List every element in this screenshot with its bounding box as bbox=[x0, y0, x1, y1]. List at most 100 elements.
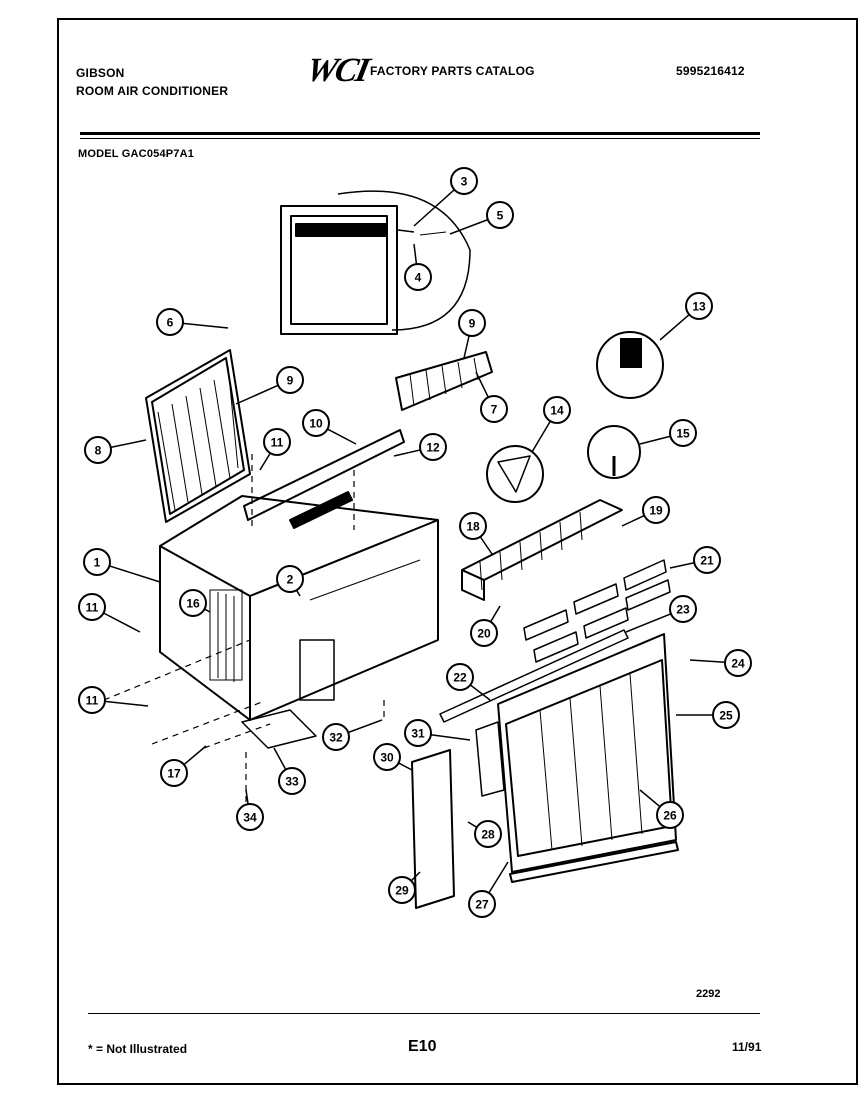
foam-strips-part bbox=[523, 559, 671, 663]
callout-circle bbox=[278, 767, 306, 795]
callout-33: 33 bbox=[273, 747, 306, 795]
callout-circle bbox=[322, 723, 350, 751]
callout-number: 11 bbox=[86, 694, 99, 708]
callout-leader-line bbox=[183, 745, 207, 766]
callout-number: 11 bbox=[271, 436, 284, 450]
callout-13: 13 bbox=[659, 292, 713, 341]
callout-circle bbox=[236, 803, 264, 831]
callout-circle bbox=[669, 419, 697, 447]
callout-number: 17 bbox=[167, 767, 181, 781]
callout-29: 29 bbox=[388, 871, 421, 904]
callout-number: 31 bbox=[411, 727, 425, 741]
callout-number: 29 bbox=[395, 884, 409, 898]
callout-number: 25 bbox=[719, 709, 733, 723]
callout-number: 19 bbox=[649, 504, 663, 518]
detail-circle-14 bbox=[486, 445, 544, 503]
callout-circle bbox=[156, 308, 184, 336]
callout-leader-line bbox=[259, 452, 271, 471]
baffle-assembly-part bbox=[461, 499, 623, 601]
callout-12: 12 bbox=[393, 433, 447, 461]
callout-leader-line bbox=[245, 789, 249, 805]
callout-9: 9 bbox=[458, 309, 486, 359]
callout-16: 16 bbox=[179, 589, 211, 617]
callout-circle bbox=[276, 565, 304, 593]
callout-number: 12 bbox=[426, 441, 440, 455]
callout-11: 11 bbox=[78, 686, 149, 714]
callout-leader-line bbox=[659, 313, 690, 341]
callout-number: 16 bbox=[186, 597, 200, 611]
callout-number: 32 bbox=[329, 731, 343, 745]
callout-circle bbox=[724, 649, 752, 677]
callout-30: 30 bbox=[373, 743, 413, 771]
footer-rule bbox=[88, 1013, 760, 1014]
callout-leader-line bbox=[469, 684, 491, 701]
callout-number: 2 bbox=[287, 573, 294, 587]
callout-number: 9 bbox=[469, 317, 476, 331]
callout-leader-line bbox=[413, 243, 418, 265]
cabinet-part bbox=[159, 429, 439, 721]
callout-leader-line bbox=[531, 420, 551, 453]
callout-leader-line bbox=[489, 605, 501, 623]
callout-number: 30 bbox=[380, 751, 394, 765]
callout-17: 17 bbox=[160, 745, 207, 787]
callout-leader-line bbox=[295, 589, 301, 597]
catalog-title: FACTORY PARTS CATALOG bbox=[370, 64, 535, 78]
callout-leader-line bbox=[103, 612, 141, 633]
callout-number: 18 bbox=[466, 520, 480, 534]
callout-circle bbox=[712, 701, 740, 729]
callout-5: 5 bbox=[449, 201, 514, 235]
callout-11: 11 bbox=[78, 593, 141, 633]
callout-layer: 1234567899101111111213141516171819202122… bbox=[78, 167, 752, 918]
front-panel-part bbox=[280, 190, 471, 335]
callout-leader-line bbox=[410, 871, 421, 882]
callout-circle bbox=[656, 801, 684, 829]
callout-number: 15 bbox=[676, 427, 690, 441]
callout-number: 22 bbox=[453, 671, 467, 685]
page-border bbox=[57, 18, 858, 1085]
callout-leader-line bbox=[621, 514, 645, 527]
callout-circle bbox=[446, 663, 474, 691]
callout-circle bbox=[276, 366, 304, 394]
callout-9: 9 bbox=[235, 366, 304, 405]
callout-31: 31 bbox=[404, 719, 471, 747]
callout-number: 34 bbox=[243, 811, 257, 825]
catalog-number: 5995216412 bbox=[676, 64, 745, 78]
callout-leader-line bbox=[689, 659, 726, 663]
callout-leader-line bbox=[467, 821, 478, 828]
callout-7: 7 bbox=[475, 371, 508, 423]
callout-leader-line bbox=[110, 439, 147, 449]
callout-circle bbox=[179, 589, 207, 617]
callout-leader-line bbox=[393, 449, 421, 457]
callout-27: 27 bbox=[468, 861, 509, 918]
callout-circle bbox=[388, 876, 416, 904]
callout-circle bbox=[543, 396, 571, 424]
callout-leader-line bbox=[109, 565, 161, 583]
callout-circle bbox=[404, 719, 432, 747]
callout-circle bbox=[693, 546, 721, 574]
callout-number: 10 bbox=[309, 417, 323, 431]
callout-circle bbox=[474, 820, 502, 848]
brand-name: GIBSON bbox=[76, 66, 125, 80]
callout-number: 6 bbox=[167, 316, 174, 330]
callout-number: 27 bbox=[475, 898, 489, 912]
callout-24: 24 bbox=[689, 649, 752, 677]
callout-leader-line bbox=[235, 384, 279, 405]
callout-leader-line bbox=[182, 322, 229, 329]
callout-leader-line bbox=[204, 608, 211, 613]
callout-leader-line bbox=[475, 371, 489, 398]
callout-circle bbox=[404, 263, 432, 291]
callout-circle bbox=[78, 686, 106, 714]
callout-number: 3 bbox=[461, 175, 468, 189]
callout-15: 15 bbox=[639, 419, 697, 447]
callout-leader-line bbox=[327, 428, 357, 445]
callout-circle bbox=[450, 167, 478, 195]
callout-leader-line bbox=[347, 719, 383, 734]
product-name: ROOM AIR CONDITIONER bbox=[76, 84, 229, 98]
louver-strip-part bbox=[395, 351, 493, 411]
callout-number: 28 bbox=[481, 828, 495, 842]
header-rule-top bbox=[80, 132, 760, 135]
callout-21: 21 bbox=[669, 546, 721, 574]
callout-circle bbox=[470, 619, 498, 647]
side-plate-part bbox=[411, 749, 455, 909]
detail-circle-13 bbox=[596, 331, 664, 399]
